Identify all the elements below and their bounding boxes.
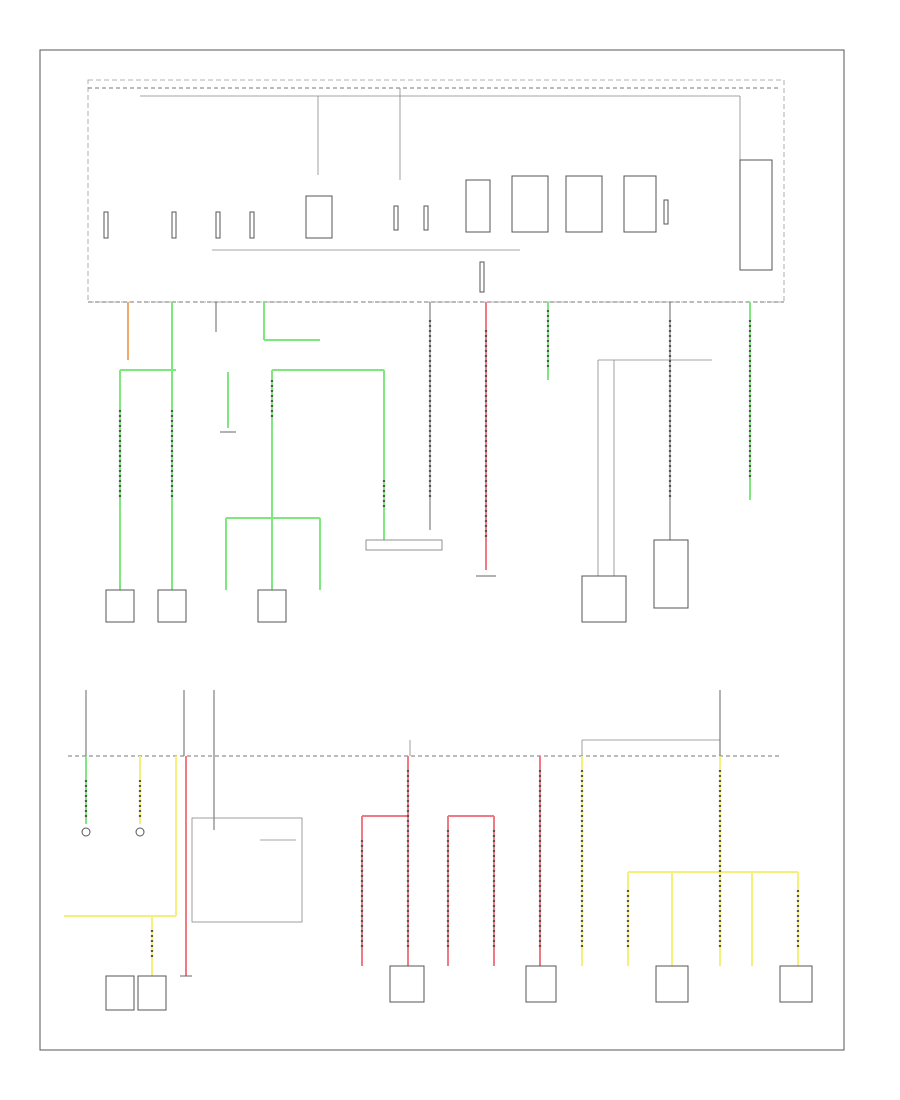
- relay-c: [565, 175, 603, 233]
- central-unit-connector: [365, 539, 443, 551]
- upper-circuits: [105, 302, 752, 623]
- fuse-3: [215, 211, 221, 239]
- combination-switch-unit: [655, 965, 689, 1003]
- fuse-6: [423, 205, 429, 231]
- right-rear-seat-heater: [157, 589, 187, 623]
- fuse-2: [171, 211, 177, 239]
- fuse-row: [103, 159, 773, 293]
- diagram-frame: [39, 49, 845, 1051]
- fuse-8: [479, 261, 485, 293]
- brake-switch-unit: [389, 965, 425, 1003]
- underhood-fuse-box: [87, 79, 785, 303]
- ground-point-1: [81, 827, 91, 837]
- ground-point-2: [135, 827, 145, 837]
- stop-switch-unit: [525, 965, 557, 1003]
- fuse-5: [393, 205, 399, 231]
- lower-circuits: [64, 690, 813, 1011]
- relay-b: [511, 175, 549, 233]
- starter-relay: [581, 575, 627, 623]
- fuse-7: [663, 199, 669, 225]
- relay-control-module: [191, 817, 303, 923]
- driver-seat-unit: [257, 589, 287, 623]
- front-fog-unit: [137, 975, 167, 1011]
- relay-a: [465, 179, 491, 233]
- starter-cut-relay: [653, 539, 689, 609]
- fuse-4: [249, 211, 255, 239]
- fuse-box-outline: [87, 79, 785, 303]
- power-control-relay: [739, 159, 773, 271]
- horn: [105, 975, 135, 1011]
- relay-d: [623, 175, 657, 233]
- power-relay-box: [305, 195, 333, 239]
- keyless-unit: [779, 965, 813, 1003]
- left-rear-seat-heater: [105, 589, 135, 623]
- fuse-1: [103, 211, 109, 239]
